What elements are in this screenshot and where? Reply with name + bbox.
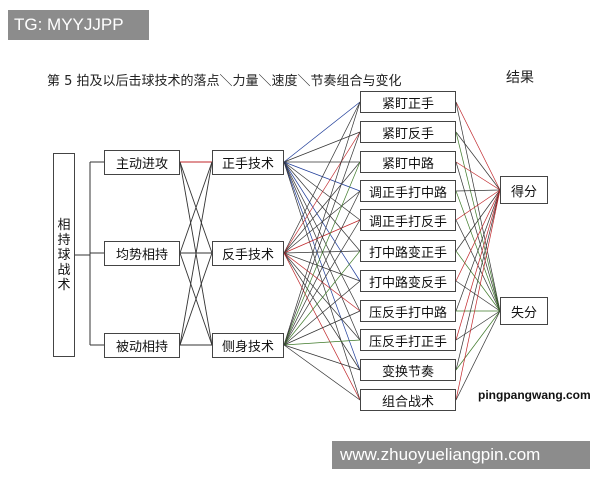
root-char: 战 [57, 262, 71, 278]
connector-line [179, 252, 213, 346]
connector-line [283, 161, 361, 341]
connector-line [283, 161, 361, 252]
connector-line [283, 161, 361, 254]
connector-line [283, 131, 361, 163]
connector-line [283, 161, 361, 346]
connector-line [455, 310, 501, 401]
connector-line [283, 161, 361, 192]
connector-line [283, 252, 361, 341]
root-char: 相 [57, 217, 71, 233]
connector-line [283, 344, 361, 401]
connector-line [283, 131, 361, 254]
connector-line [283, 219, 361, 254]
connector-line [283, 190, 361, 254]
watermark-site: pingpangwang.com [478, 388, 591, 402]
placement-box: 调正手打反手 [360, 209, 456, 231]
placement-box: 调正手打中路 [360, 180, 456, 202]
connector-line [283, 252, 361, 282]
placement-box: 打中路变正手 [360, 240, 456, 262]
connector-line [455, 189, 501, 282]
connector-line [455, 310, 501, 371]
connector-line [455, 189, 501, 401]
connector-line [455, 189, 501, 312]
connector-line [283, 161, 361, 282]
connector-line [283, 280, 361, 346]
connector-line [283, 344, 361, 371]
connector-line [283, 250, 361, 346]
connector-line [455, 189, 501, 252]
placement-box: 紧盯正手 [360, 91, 456, 113]
connector-line [455, 161, 501, 312]
connector-line [179, 161, 213, 346]
root-box: 相 持 球 战 术 [53, 153, 75, 357]
tactic-box-even: 均势相持 [104, 241, 180, 266]
tactic-box-passive: 被动相持 [104, 333, 180, 358]
placement-box: 组合战术 [360, 389, 456, 411]
root-char: 球 [57, 247, 71, 263]
placement-box: 压反手打中路 [360, 300, 456, 322]
root-char: 持 [57, 232, 71, 248]
watermark-bottom: www.zhuoyueliangpin.com [332, 441, 590, 469]
connector-line [283, 250, 361, 254]
connector-line [283, 101, 361, 254]
connector-line [455, 101, 501, 191]
connector-line [283, 161, 361, 401]
connector-line [283, 310, 361, 346]
technique-box-backhand: 反手技术 [212, 241, 284, 266]
connector-line [455, 161, 501, 191]
connector-line [283, 161, 361, 221]
placement-box: 紧盯反手 [360, 121, 456, 143]
placement-box: 压反手打正手 [360, 329, 456, 351]
connector-line [179, 161, 213, 254]
tactic-box-attack: 主动进攻 [104, 150, 180, 175]
connector-line [283, 252, 361, 401]
outcome-box-score: 得分 [500, 176, 548, 204]
outcome-box-lose: 失分 [500, 297, 548, 325]
connector-line [455, 189, 501, 371]
connector-line [455, 131, 501, 191]
placement-box: 紧盯中路 [360, 151, 456, 173]
connector-line [455, 189, 501, 221]
connector-line [283, 339, 361, 346]
connector-line [283, 101, 361, 346]
connector-line [455, 310, 501, 341]
connector-line [283, 252, 361, 371]
result-label: 结果 [506, 70, 534, 86]
connector-line [283, 161, 361, 371]
diagram-title: 第 5 拍及以后击球技术的落点＼力量＼速度＼节奏组合与变化 [47, 74, 402, 89]
watermark-tg: TG: MYYJJPP [8, 10, 149, 40]
connector-line [283, 131, 361, 346]
connector-line [283, 101, 361, 163]
connector-line [455, 189, 501, 341]
placement-box: 变换节奏 [360, 359, 456, 381]
connector-line [283, 190, 361, 346]
connector-line [283, 219, 361, 346]
technique-box-sideways: 侧身技术 [212, 333, 284, 358]
root-char: 术 [57, 277, 71, 293]
connector-line [455, 189, 501, 192]
connector-line [455, 131, 501, 312]
placement-box: 打中路变反手 [360, 270, 456, 292]
technique-box-forehand: 正手技术 [212, 150, 284, 175]
connector-line [455, 101, 501, 312]
